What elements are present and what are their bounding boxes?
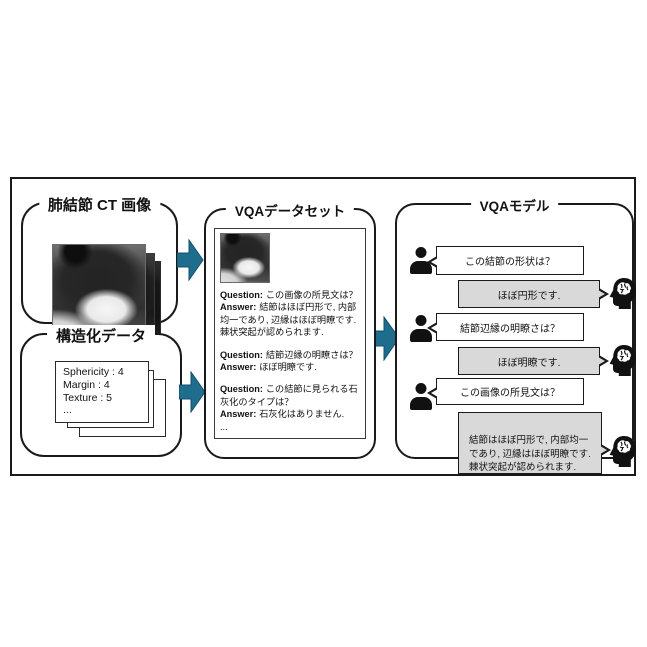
question-label: Question: (220, 349, 263, 360)
user-icon (410, 383, 432, 410)
vqa-model-box: VQAモデル この結節の形状は？ ほぼ円形です. (395, 195, 636, 474)
ct-image-front (52, 244, 146, 338)
question-text: この画像の所見文は？ (265, 290, 358, 300)
answer-text: ほぼ明瞭です. (259, 362, 317, 373)
chat-text: ほぼ円形です. (497, 290, 561, 302)
ct-image-box: 肺結節 CT 画像 (21, 194, 178, 341)
answer-text: 結節はほぼ円形で, 内部均一であり, 辺縁はほぼ明瞭です. 棘状突起が認められま… (220, 302, 357, 338)
question-text: この結節に見られる石灰化のタイプは？ (220, 384, 358, 407)
chat-bubble-user-2: 結節辺縁の明瞭さは？ (427, 313, 584, 341)
user-icon-body (410, 397, 432, 410)
vqa-dataset-box-title: VQAデータセット (225, 200, 355, 220)
dataset-ellipsis: ... (220, 421, 228, 432)
user-icon-body (410, 329, 432, 342)
ai-head-icon (609, 278, 636, 309)
chat-text: この結節の形状は？ (465, 257, 555, 268)
structured-data-box: 構造化データ ... ... Sphericity : 4 Margin : 4… (20, 325, 182, 457)
chat-text: この画像の所見文は？ (460, 388, 560, 399)
vqa-model-box-title: VQAモデル (470, 195, 559, 215)
data-card-line-margin: Margin : 4 (63, 378, 110, 391)
qa-block-3: Question:この結節に見られる石灰化のタイプは？ Answer:石灰化はあ… (220, 383, 361, 433)
chat-bubble-ai-3: 結節はほぼ円形で, 内部均一であり, 辺縁はほぼ明瞭です. 棘状突起が認められま… (458, 412, 611, 474)
ct-image-box-title: 肺結節 CT 画像 (38, 194, 161, 215)
arrow-struct-to-dataset (179, 371, 206, 413)
structured-data-box-title: 構造化データ (46, 325, 156, 346)
chat-text: 結節辺縁の明瞭さは？ (460, 323, 560, 335)
ai-head-icon (609, 436, 636, 467)
dataset-sheet: Question:この画像の所見文は？ Answer:結節はほぼ円形で, 内部均… (214, 228, 366, 439)
chat-bubble-user-1: この結節の形状は？ (427, 246, 584, 275)
data-card-line-sphericity: Sphericity : 4 (63, 366, 124, 378)
chat-text: 結節はほぼ円形で, 内部均一であり, 辺縁はほぼ明瞭です. 棘状突起が認められま… (469, 434, 591, 474)
diagram-outer-border: 肺結節 CT 画像 構造化データ ... ... Sphericity : 4 … (10, 177, 636, 476)
data-card-line-ellipsis: ... (63, 404, 72, 417)
qa-block-2: Question:結節辺縁の明瞭さは？ Answer:ほぼ明瞭です. (220, 349, 361, 374)
user-icon-head (415, 315, 427, 326)
answer-text: 石灰化はありません. (259, 409, 345, 420)
answer-label: Answer: (220, 302, 257, 313)
arrow-ct-to-dataset (177, 239, 204, 281)
answer-label: Answer: (220, 409, 257, 420)
qa-block-1: Question:この画像の所見文は？ Answer:結節はほぼ円形で, 内部均… (220, 289, 361, 339)
dataset-ct-thumbnail (220, 233, 270, 283)
user-icon-body (410, 261, 432, 274)
question-text: 結節辺縁の明瞭さは？ (265, 349, 358, 360)
data-card-line-texture: Texture : 5 (63, 391, 113, 404)
user-icon (410, 315, 432, 342)
answer-label: Answer: (220, 362, 257, 373)
user-icon (410, 247, 432, 274)
chat-text: ほぼ明瞭です. (497, 357, 561, 369)
ai-head-icon (609, 345, 636, 376)
chat-bubble-ai-2: ほぼ明瞭です. (458, 347, 609, 375)
chat-bubble-user-3: この画像の所見文は？ (427, 378, 584, 405)
vqa-dataset-box: VQAデータセット Question:この画像の所見文は？ Answer:結節は… (204, 200, 376, 459)
user-icon-head (415, 383, 427, 394)
question-label: Question: (220, 290, 263, 300)
user-icon-head (415, 247, 427, 258)
question-label: Question: (220, 384, 263, 395)
chat-bubble-ai-1: ほぼ円形です. (458, 280, 609, 308)
data-card-front: Sphericity : 4 Margin : 4 Texture : 5 ..… (55, 361, 149, 423)
